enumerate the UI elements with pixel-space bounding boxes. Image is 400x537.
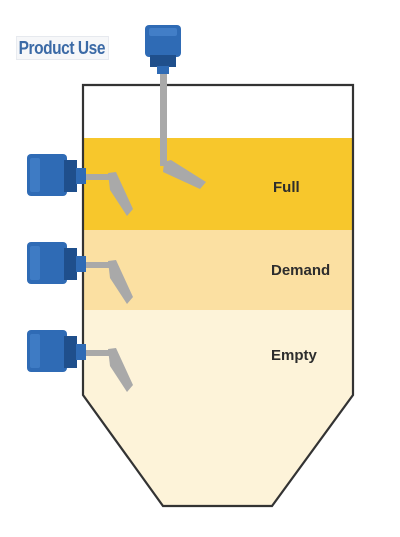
- level-label-empty: Empty: [271, 347, 318, 364]
- level-zone-empty: [83, 310, 353, 506]
- level-zone-full: [83, 138, 353, 230]
- side-sensor-full-icon: [27, 154, 133, 216]
- level-label-demand: Demand: [271, 262, 330, 279]
- page-title: Product Use: [16, 36, 109, 60]
- vessel-outline: [81, 83, 355, 508]
- side-sensor-empty-icon: [27, 330, 133, 392]
- top-sensor-icon: [145, 25, 206, 189]
- side-sensor-demand-icon: [27, 242, 133, 304]
- level-label-full: Full: [273, 179, 300, 196]
